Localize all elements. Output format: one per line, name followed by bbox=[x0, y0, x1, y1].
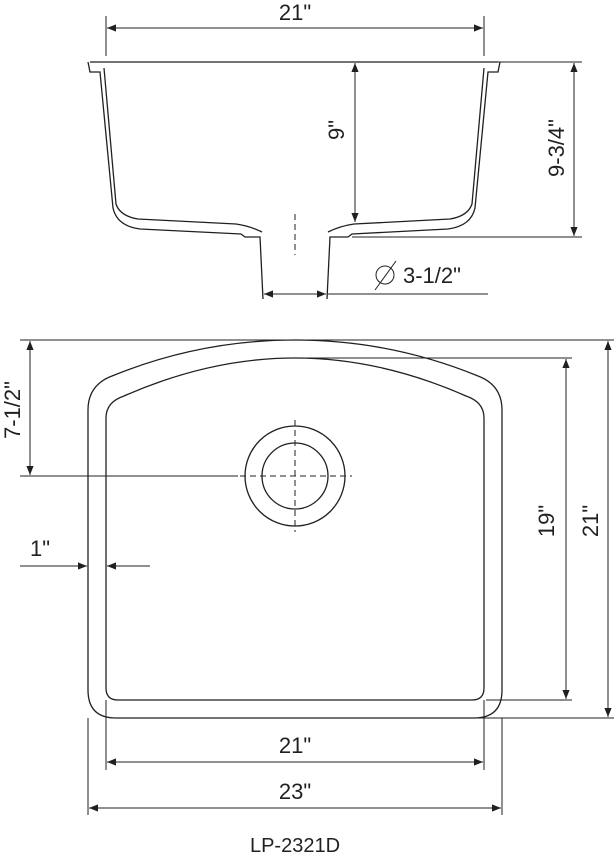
drain-diameter-label: 3-1/2" bbox=[403, 263, 461, 288]
sink-outer-outline bbox=[87, 339, 503, 719]
model-label: LP-2321D bbox=[250, 835, 340, 857]
outer-width-label: 23" bbox=[279, 779, 311, 804]
diameter-icon bbox=[374, 260, 397, 291]
drain-offset-label: 7-1/2" bbox=[0, 381, 25, 439]
top-width-label: 21" bbox=[279, 0, 311, 25]
outer-length-label: 21" bbox=[578, 505, 603, 537]
rim-width-label: 1" bbox=[30, 536, 50, 561]
inner-depth-label: 9" bbox=[324, 120, 349, 140]
inner-width-label: 21" bbox=[279, 733, 311, 758]
basin-outer-profile bbox=[87, 61, 264, 300]
basin-inner-profile bbox=[90, 61, 498, 233]
sink-inner-outline bbox=[105, 357, 485, 701]
outer-depth-label: 9-3/4" bbox=[544, 119, 569, 177]
basin-outer-profile-right bbox=[326, 61, 501, 300]
inner-length-label: 19" bbox=[534, 505, 559, 537]
top-view: 7-1/2" 1" 19" 21" 21" 23" bbox=[0, 339, 614, 815]
side-view: 21" 9" 9-3/4" 3-1/2" bbox=[87, 0, 582, 300]
